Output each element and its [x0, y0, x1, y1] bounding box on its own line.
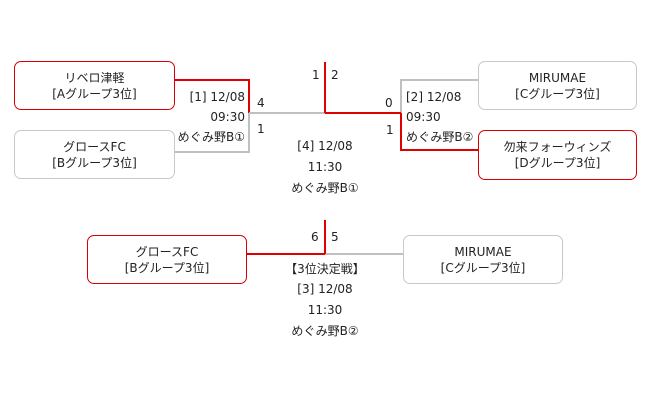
match2-time: 09:30	[406, 110, 441, 124]
team-name: グロースFC	[63, 139, 126, 154]
team-name: リベロ津軽	[64, 70, 125, 85]
team-group: [Dグループ3位]	[514, 156, 601, 170]
line-left-bottom	[175, 113, 250, 153]
team-group: [Bグループ3位]	[52, 155, 137, 170]
team-left-bottom[interactable]: グロースFC [Bグループ3位]	[14, 130, 175, 179]
final-label: [4] 12/08	[297, 139, 353, 153]
final-info: [4] 12/08 11:30 めぐみ野B①	[265, 138, 385, 196]
match1-score-top: 4	[257, 96, 265, 110]
third-time: 11:30	[307, 303, 343, 317]
third-team-left[interactable]: グロースFC [Bグループ3位]	[87, 235, 247, 284]
team-name: グロースFC	[135, 244, 199, 259]
line-right-bottom	[400, 113, 478, 151]
match2-label: [2] 12/08	[406, 90, 462, 104]
team-name: MIRUMAE	[454, 244, 512, 259]
team-group: [Aグループ3位]	[52, 86, 137, 101]
match1-venue: めぐみ野B①	[177, 130, 245, 144]
line-left-top	[175, 79, 250, 113]
match1-score-bottom: 1	[257, 122, 265, 136]
team-right-bottom[interactable]: 勿来フォーウィンズ [Dグループ3位]	[478, 130, 637, 180]
match1-info: [1] 12/08 09:30 めぐみ野B①	[165, 89, 245, 145]
match1-time: 09:30	[210, 110, 245, 124]
third-info: 【3位決定戦】 [3] 12/08 11:30 めぐみ野B②	[255, 261, 395, 339]
final-score-left: 1	[312, 68, 320, 82]
team-name: MIRUMAE	[528, 70, 587, 85]
team-group: [Bグループ3位]	[124, 260, 210, 275]
third-title: 【3位決定戦】	[285, 262, 365, 276]
third-score-right: 5	[331, 230, 339, 244]
final-time: 11:30	[307, 160, 343, 174]
match2-venue: めぐみ野B②	[406, 130, 474, 144]
team-name: 勿来フォーウィンズ	[503, 140, 612, 154]
match2-score-bottom: 1	[386, 123, 394, 137]
team-group: [Cグループ3位]	[440, 260, 526, 275]
line-right-top	[400, 79, 478, 113]
match1-label: [1] 12/08	[189, 90, 245, 104]
team-group: [Cグループ3位]	[515, 86, 600, 101]
third-venue: めぐみ野B②	[291, 324, 359, 338]
match2-score-top: 0	[385, 96, 393, 110]
final-venue: めぐみ野B①	[291, 181, 359, 195]
third-label: [3] 12/08	[297, 282, 353, 296]
team-right-top[interactable]: MIRUMAE [Cグループ3位]	[478, 61, 637, 110]
final-score-right: 2	[331, 68, 339, 82]
team-left-top[interactable]: リベロ津軽 [Aグループ3位]	[14, 61, 175, 110]
match2-info: [2] 12/08 09:30 めぐみ野B②	[406, 89, 473, 145]
third-score-left: 6	[311, 230, 319, 244]
third-team-right[interactable]: MIRUMAE [Cグループ3位]	[403, 235, 563, 284]
